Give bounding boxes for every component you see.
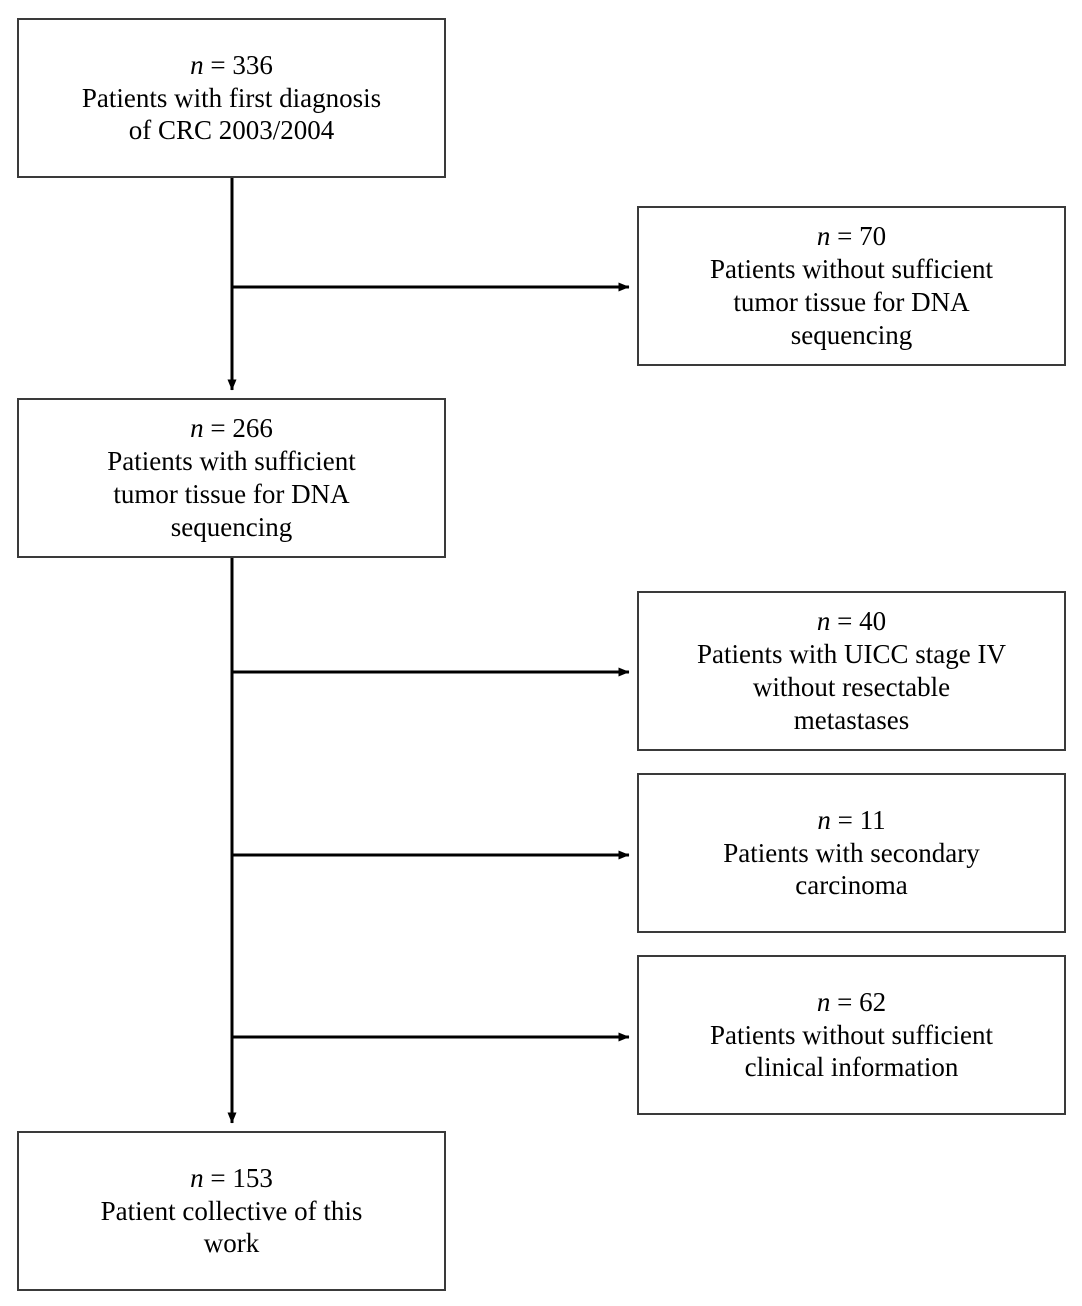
- node-label: Patients with sufficient tumor tissue fo…: [107, 446, 356, 542]
- node-final-cohort: n = 153 Patient collective of this work: [17, 1131, 446, 1291]
- node-excluded-no-clinical-info: n = 62 Patients without sufficient clini…: [637, 955, 1066, 1115]
- node-label: Patient collective of this work: [100, 1195, 363, 1259]
- node-excluded-no-tissue: n = 70 Patients without sufficient tumor…: [637, 206, 1066, 366]
- node-label: Patients with secondary carcinoma: [723, 837, 980, 901]
- node-count: n = 40: [816, 606, 887, 637]
- node-count: n = 62: [816, 986, 887, 1017]
- node-count: n = 153: [190, 1162, 273, 1193]
- node-count: n = 336: [190, 49, 273, 80]
- node-total-diagnosed: n = 336 Patients with first diagnosis of…: [17, 18, 446, 178]
- node-excluded-secondary-carcinoma: n = 11 Patients with secondary carcinoma: [637, 773, 1066, 933]
- node-label: Patients without sufficient tumor tissue…: [710, 254, 993, 350]
- node-label: Patients without sufficient clinical inf…: [710, 1019, 993, 1083]
- node-sufficient-tissue: n = 266 Patients with sufficient tumor t…: [17, 398, 446, 558]
- node-label: Patients with UICC stage IV without rese…: [697, 639, 1006, 735]
- node-count: n = 70: [816, 221, 887, 252]
- node-excluded-stage-iv: n = 40 Patients with UICC stage IV witho…: [637, 591, 1066, 751]
- node-count: n = 266: [190, 413, 273, 444]
- node-label: Patients with first diagnosis of CRC 200…: [81, 82, 382, 146]
- node-count: n = 11: [817, 804, 886, 835]
